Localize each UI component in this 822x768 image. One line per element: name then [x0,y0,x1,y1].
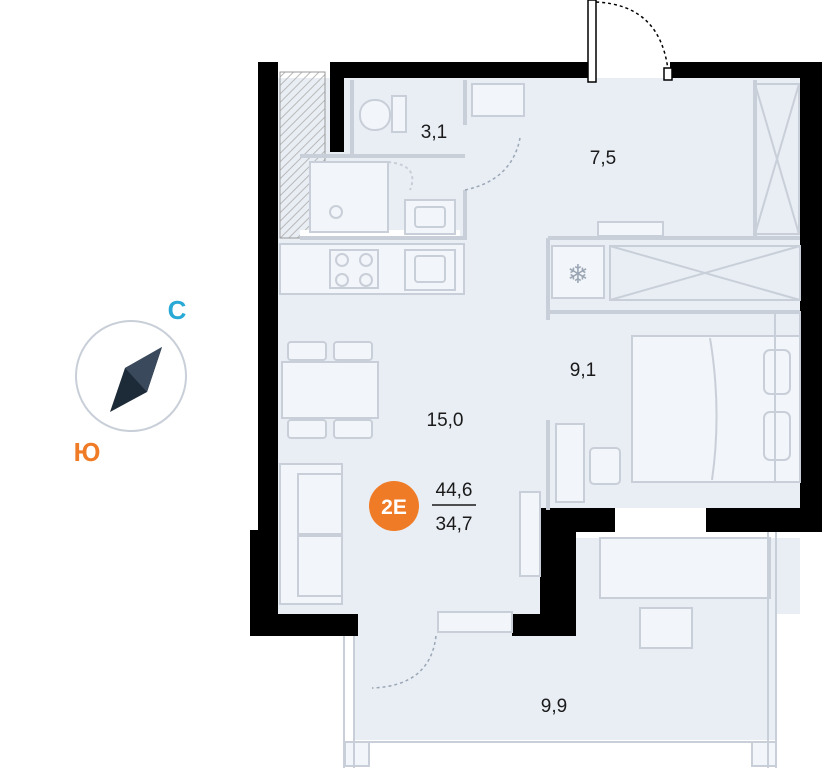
bathroom-door-swing [464,137,521,191]
apartment-badge: 2E 44,6 34,7 [369,480,476,535]
entrance-door [587,0,673,83]
total-area: 44,6 [436,480,473,501]
living-area: 34,7 [436,514,473,535]
compass-south-label: Ю [74,437,101,467]
terrace-door-swing [371,635,437,689]
room-area-bedroom: 9,1 [570,360,596,381]
room-area-bathroom: 3,1 [421,122,447,143]
walls [250,62,822,636]
room-area-terrace: 9,9 [541,696,567,717]
compass-north-label: С [168,295,187,325]
compass: С Ю [74,295,187,467]
room-area-living: 15,0 [427,410,464,431]
apartment-type: 2E [381,496,407,519]
room-area-hall: 7,5 [590,148,616,169]
snowflake-icon: ❄ [567,260,589,290]
terrace-railing [343,532,777,768]
